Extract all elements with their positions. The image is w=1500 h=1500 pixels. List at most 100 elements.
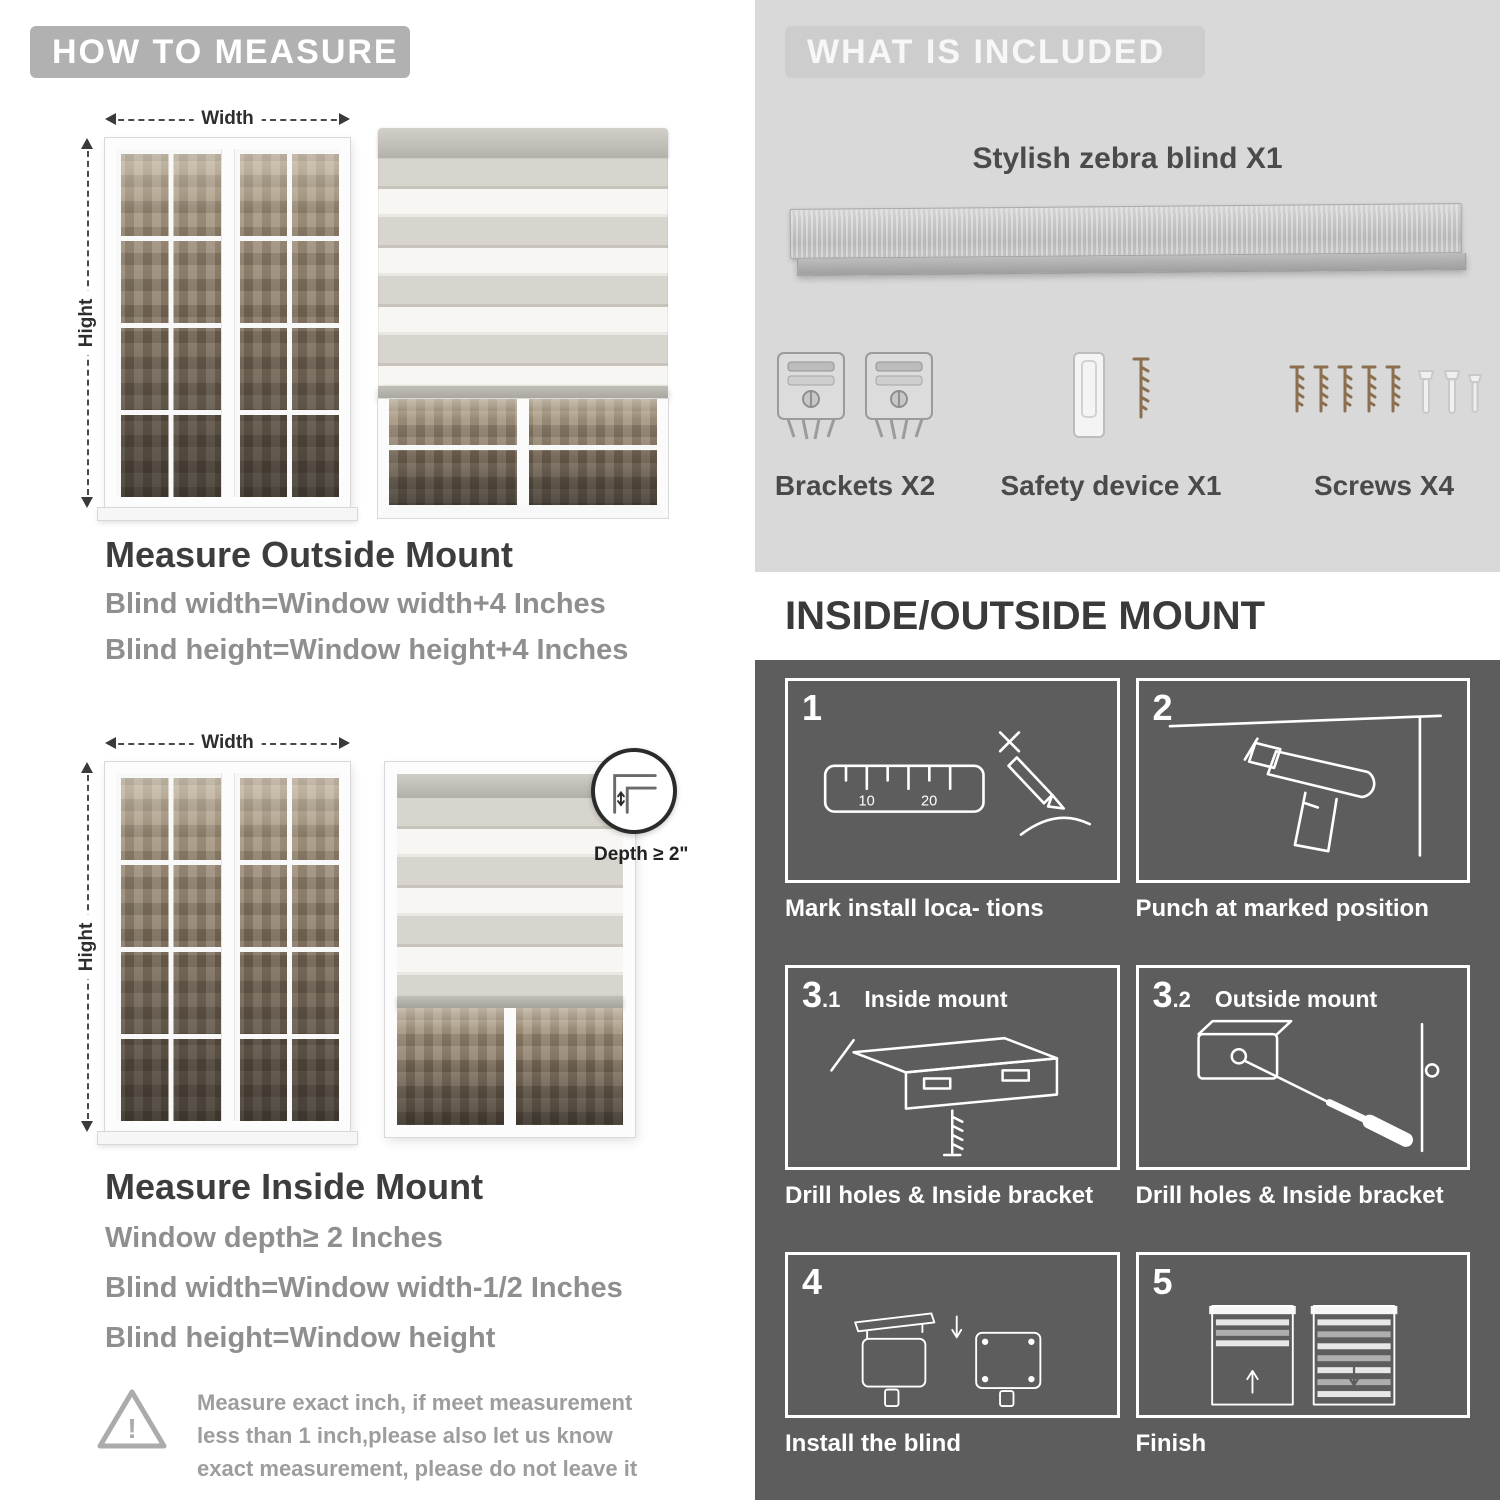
what-is-included-header: WHAT IS INCLUDED <box>785 26 1205 78</box>
included-item-brackets: Brackets X2 <box>772 338 938 502</box>
inside-bracket-icon <box>796 1010 1109 1161</box>
step-4-box: 4 <box>785 1252 1120 1418</box>
step-5-box: 5 <box>1135 1252 1470 1418</box>
zebra-stripes <box>378 158 668 386</box>
warning-text: Measure exact inch, if meet measurement … <box>197 1390 638 1481</box>
warning-triangle-icon: ! <box>97 1389 167 1449</box>
outside-mount-blind-illustration <box>378 128 668 518</box>
inside-mount-rule-3: Blind height=Window height <box>105 1322 496 1354</box>
blind-cassette <box>378 128 668 158</box>
step-5-caption: Finish <box>1135 1430 1207 1457</box>
inside-mount-rule-2: Blind width=Window width-1/2 Inches <box>105 1272 623 1304</box>
outside-mount-rule-1: Blind width=Window width+4 Inches <box>105 588 606 620</box>
safety-device-label: Safety device X1 <box>1000 470 1222 501</box>
zebra-blind-label: Stylish zebra blind X1 <box>972 142 1283 175</box>
ruler-mark: 20 <box>921 793 937 809</box>
step-number: 3 <box>802 974 823 1015</box>
step-1-caption: Mark install loca- tions <box>785 895 1044 922</box>
window-pane-left <box>116 149 221 497</box>
ruler-mark: 10 <box>859 793 875 809</box>
safety-device-screw-icon <box>1073 352 1150 438</box>
step-3-2: 3 .2 Outside mount <box>1135 965 1470 1218</box>
window-photo <box>397 1008 623 1125</box>
step-3-1: 3 .1 Inside mount <box>785 965 1120 1218</box>
step-number: 4 <box>802 1261 823 1302</box>
step-number: 3 <box>1152 974 1173 1015</box>
mounting-brackets-icon <box>772 338 938 456</box>
window-below-blind <box>378 399 668 518</box>
included-item-screws: Screws X4 <box>1284 338 1484 502</box>
arrowhead-down-icon <box>81 497 93 508</box>
window-corner-icon <box>613 774 657 814</box>
outside-mount-rule-2: Blind height=Window height+4 Inches <box>105 634 629 666</box>
inside-mount-blind-illustration <box>385 762 635 1137</box>
included-item-safety-device: Safety device X1 <box>1000 338 1222 502</box>
step-2-box: 2 <box>1135 678 1470 883</box>
anchors-icon <box>1417 370 1483 414</box>
step-2: 2 <box>1135 678 1470 931</box>
drill-icon <box>1147 693 1460 874</box>
step-number: 2 <box>1152 687 1173 728</box>
mount-steps-grid: 1 <box>755 660 1500 1500</box>
window-mullion <box>220 773 235 1121</box>
bracket-icon <box>865 352 933 440</box>
step-1-box: 1 <box>785 678 1120 883</box>
step-3-2-caption: Drill holes & Inside bracket <box>1135 1182 1444 1209</box>
screws-label: Screws X4 <box>1313 470 1455 501</box>
inside-mount-title: Measure Inside Mount <box>105 1166 484 1207</box>
arrowhead-right-icon <box>339 113 350 125</box>
arrowhead-left-icon <box>105 737 116 749</box>
window-illustration <box>98 762 357 1144</box>
step-number: 1 <box>802 687 823 728</box>
step-4-caption: Install the blind <box>785 1430 962 1457</box>
bracket-icon <box>777 352 845 440</box>
step-3-1-caption: Drill holes & Inside bracket <box>785 1182 1094 1209</box>
step-4: 4 <box>785 1252 1120 1466</box>
window-pane-left <box>116 773 221 1121</box>
arrowhead-left-icon <box>105 113 116 125</box>
width-arrow: Width <box>105 732 350 754</box>
inside-mount-window-diagram: Width Hight <box>76 732 357 1144</box>
arrowhead-up-icon <box>81 762 93 773</box>
warning-exclamation: ! <box>127 1413 136 1444</box>
zebra-blind-headrail <box>789 203 1467 283</box>
finish-icon <box>1147 1297 1460 1409</box>
mount-section-header: INSIDE/OUTSIDE MOUNT <box>755 572 1500 660</box>
outside-bracket-icon <box>1147 1010 1460 1161</box>
step-number: 5 <box>1152 1261 1173 1302</box>
window-sill <box>98 1132 357 1144</box>
width-label: Width <box>193 732 262 754</box>
width-arrow: Width <box>105 108 350 130</box>
mark-locations-icon: 10 20 <box>796 693 1109 874</box>
height-arrow: Hight <box>76 138 98 508</box>
how-to-measure-header: HOW TO MEASURE <box>30 26 410 78</box>
blind-bottom-rail <box>397 996 623 1008</box>
brackets-label: Brackets X2 <box>774 470 936 501</box>
step-5: 5 <box>1135 1252 1470 1466</box>
screws-anchors-icon <box>1284 338 1484 456</box>
headrail-face <box>789 203 1463 259</box>
depth-zoom-circle <box>591 748 677 834</box>
depth-label: Depth ≥ 2" <box>594 844 689 865</box>
measure-warning: ! Measure exact inch, if meet measuremen… <box>95 1386 665 1485</box>
mount-section-title: INSIDE/OUTSIDE MOUNT <box>785 593 1266 638</box>
safety-device-icon <box>1056 338 1166 456</box>
window-mullion <box>504 1008 516 1125</box>
install-blind-icon <box>796 1297 1109 1409</box>
outside-mount-window-diagram: Width Hight <box>76 108 357 520</box>
arrowhead-down-icon <box>81 1121 93 1132</box>
zebra-stripes <box>397 798 623 996</box>
blind-bottom-rail <box>378 386 668 399</box>
included-items-row: Brackets X2 Safety device X1 <box>772 338 1484 502</box>
screws-icon <box>1289 365 1483 414</box>
height-label: Hight <box>76 914 98 980</box>
inside-mount-rule-1: Window depth≥ 2 Inches <box>105 1222 443 1254</box>
window-mullion <box>220 149 235 497</box>
step-1: 1 <box>785 678 1120 931</box>
window-pane-right <box>234 773 340 1121</box>
width-label: Width <box>193 108 262 130</box>
outside-mount-title: Measure Outside Mount <box>105 534 514 575</box>
window-illustration <box>98 138 357 520</box>
blind-cassette <box>397 774 623 798</box>
window-mullion <box>517 399 529 505</box>
